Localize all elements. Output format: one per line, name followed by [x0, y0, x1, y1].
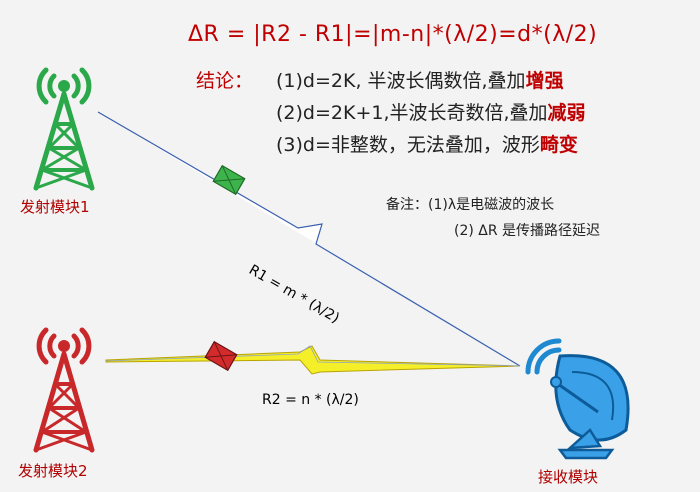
conclusion-item-2: (2)d=2K+1,半波长奇数倍,叠加减弱	[276, 98, 586, 125]
tx2-label: 发射模块2	[18, 462, 88, 480]
conclusion-item-1: (1)d=2K, 半波长偶数倍,叠加增强	[276, 66, 564, 93]
note-line-2: (2) ΔR 是传播路径延迟	[454, 223, 601, 239]
delta-r-formula: ΔR = |R2 - R1|=|m-n|*(λ/2)=d*(λ/2)	[188, 22, 598, 47]
rx-dish-icon	[525, 338, 630, 460]
conclusion-label: 结论：	[196, 70, 254, 92]
conclusion-item-3-text: (3)d=非整数，无法叠加，波形	[276, 134, 540, 156]
tx1-tower-icon	[33, 67, 95, 191]
rx-label: 接收模块	[538, 468, 599, 486]
conclusion-item-1-emphasis: 增强	[525, 70, 564, 92]
r2-path	[105, 345, 521, 375]
conclusion-item-3-emphasis: 畸变	[539, 134, 578, 156]
conclusion-item-3: (3)d=非整数，无法叠加，波形畸变	[276, 130, 578, 157]
r2-formula-label: R2 = n * (λ/2)	[262, 392, 359, 408]
tx1-label: 发射模块1	[20, 198, 90, 216]
conclusion-item-2-text: (2)d=2K+1,半波长奇数倍,叠加	[276, 102, 548, 124]
conclusion-item-1-text: (1)d=2K, 半波长偶数倍,叠加	[276, 70, 526, 92]
tx2-envelope-icon	[204, 340, 238, 372]
conclusion-item-2-emphasis: 减弱	[547, 102, 586, 124]
tx2-tower-icon	[33, 327, 95, 453]
note-line-1: 备注：(1)λ是电磁波的波长	[386, 197, 555, 213]
tx1-envelope-icon	[212, 164, 246, 196]
